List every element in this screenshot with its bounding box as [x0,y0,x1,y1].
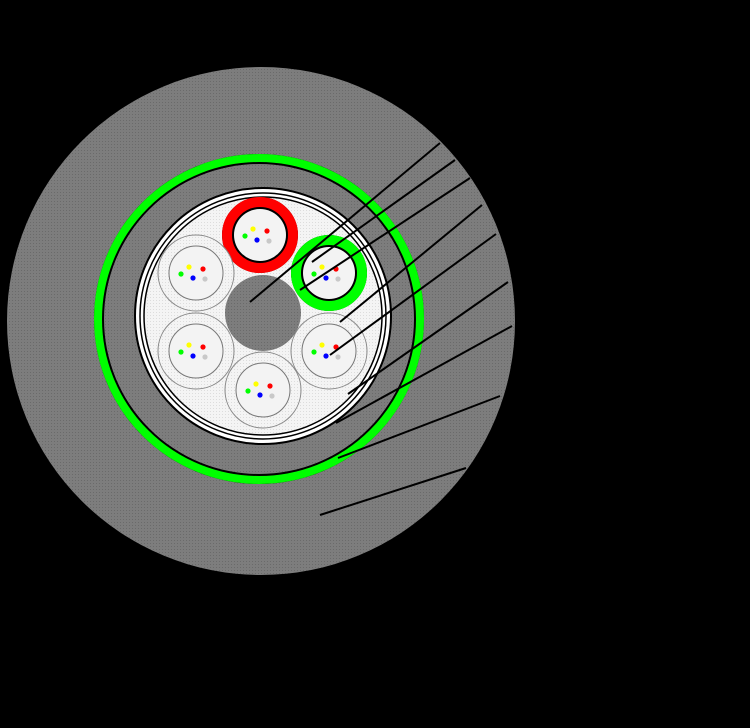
tube-green [291,235,367,311]
armor-ring-green [94,154,424,484]
leader-line [329,233,497,356]
fiber-dot [202,276,208,282]
fiber-dot [202,354,208,360]
fiber-dot [319,342,325,348]
fiber-dot [186,342,192,348]
fiber-dot [200,344,206,350]
central-strength-member [225,275,301,351]
fiber-dot [178,349,184,355]
leader-line [335,325,513,424]
tube-colored-ring [291,235,367,311]
fiber-dot [257,392,263,398]
fiber-dot [250,226,256,232]
tube-red [222,197,298,273]
fiber-dot [264,228,270,234]
fiber-dot [253,381,259,387]
fiber-dot [335,276,341,282]
tube-left-bottom [157,312,235,390]
leader-line [249,142,441,303]
fiber-dot [311,349,317,355]
tube-bottom [224,351,302,429]
fiber-dot [323,275,329,281]
tube-inner [168,245,224,301]
fiber-dot [266,238,272,244]
leader-line [337,395,501,459]
tube-inner [235,362,291,418]
tube-inner [303,247,355,299]
fiber-dot [319,264,325,270]
fiber-dot [245,388,251,394]
fiber-dot [267,383,273,389]
fiber-dot [190,275,196,281]
leader-line [347,281,509,395]
tube-right [290,312,368,390]
fiber-dot [323,353,329,359]
fiber-dot [242,233,248,239]
fiber-dot [200,266,206,272]
fiber-dot [311,271,317,277]
leader-line [299,177,471,291]
tube-inner [301,323,357,379]
tube-left-top [157,234,235,312]
fiber-dot [333,344,339,350]
tube-inner [168,323,224,379]
fiber-dot [178,271,184,277]
fiber-dot [269,393,275,399]
tube-colored-ring [222,197,298,273]
fiber-dot [190,353,196,359]
fiber-dot [186,264,192,270]
tube-inner [234,209,286,261]
leader-line [339,204,483,323]
leader-line [311,159,456,263]
fiber-dot [335,354,341,360]
fiber-dot [254,237,260,243]
leader-line [319,467,467,516]
